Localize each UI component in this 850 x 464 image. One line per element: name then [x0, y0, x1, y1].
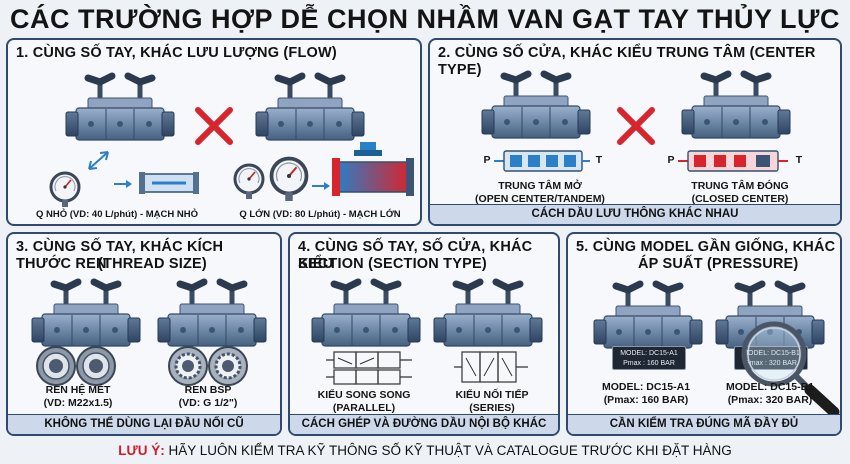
series-caption-en: (SERIES) — [469, 402, 515, 414]
closed-center-spool-icon — [678, 150, 788, 172]
panel-flow-title: 1. CÙNG SỐ TAY, KHÁC LƯU LƯỢNG (FLOW) — [16, 45, 337, 61]
nameplate-a1-model: MODEL: DC15-A1 — [620, 350, 678, 357]
panel-center-type-footer: CÁCH DẦU LƯU THÔNG KHÁC NHAU — [430, 204, 840, 224]
model-b1-caption: MODEL: DC15-B1 — [725, 381, 815, 393]
note-label: LƯU Ý: — [118, 443, 165, 458]
panel-thread-size-footer: KHÔNG THỂ DÙNG LẠI ĐẦU NỐI CŨ — [8, 414, 280, 434]
panel-center-type-title: 2. CÙNG SỐ CỬA, KHÁC KIỂU TRUNG TÂM (CEN… — [438, 45, 816, 78]
pressure-gauge-icon — [49, 171, 81, 209]
mismatch-x-icon — [617, 107, 655, 145]
parallel-schematic-icon — [326, 351, 412, 385]
series-schematic-icon — [454, 351, 528, 383]
nameplate-a1-pressure: Pmax : 160 BAR — [623, 360, 675, 367]
small-cylinder-icon — [139, 172, 199, 194]
bottom-note: LƯU Ý: HÃY LUÔN KIỂM TRA KỸ THÔNG SỐ KỸ … — [0, 440, 850, 462]
panel-pressure: 5. CÙNG MODEL GẦN GIỐNG, KHÁC ÁP SUẤT (P… — [566, 232, 842, 436]
valve-closed-center-icon — [682, 86, 792, 146]
bsp-port-icon — [167, 345, 249, 387]
panel-pressure-subtitle: ÁP SUẤT (PRESSURE) — [638, 256, 799, 272]
magnifier-icon — [741, 321, 840, 418]
panel-section-type: 4. CÙNG SỐ TAY, SỐ CỬA, KHÁC KIỂU SECTIO… — [288, 232, 560, 436]
nameplate-b1-pressure: Pmax : 320 BAR — [735, 359, 807, 369]
open-center-caption-en: (OPEN CENTER/TANDEM) — [475, 193, 605, 205]
open-center-caption: TRUNG TÂM MỞ — [498, 180, 582, 192]
flow-arrow-icon — [114, 180, 132, 188]
large-flow-caption: Q LỚN (VD: 80 L/phút) - MẠCH LỚN — [239, 209, 401, 220]
port-p-label: P — [483, 154, 491, 166]
panel-thread-size: 3. CÙNG SỐ TAY, KHÁC KÍCH THƯỚC REN (THR… — [6, 232, 282, 436]
metric-port-icon — [36, 346, 116, 386]
panel-section-type-footer: CÁCH GHÉP VÀ ĐƯỜNG DẦU NỘI BỘ KHÁC NHAU — [290, 414, 558, 434]
panel-pressure-footer: CẦN KIỂM TRA ĐÚNG MÃ ĐẦY ĐỦ — [568, 414, 840, 434]
model-a1-pressure-caption: (Pmax: 160 BAR) — [603, 394, 689, 406]
open-center-spool-icon — [494, 150, 590, 172]
valve-series-icon — [434, 294, 544, 354]
page-title: CÁC TRƯỜNG HỢP DỄ CHỌN NHẦM VAN GẠT TAY … — [10, 4, 840, 34]
panel-flow: 1. CÙNG SỐ TAY, KHÁC LƯU LƯỢNG (FLOW) Q … — [6, 38, 422, 226]
diagonal-arrow-icon — [88, 151, 109, 170]
small-flow-caption: Q NHỎ (VD: 40 L/phút) - MẠCH NHỎ — [35, 209, 198, 220]
series-caption: KIỂU NỐI TIẾP — [455, 389, 529, 401]
port-p-label: P — [667, 154, 675, 166]
parallel-caption-en: (PARALLEL) — [332, 402, 396, 414]
metric-thread-caption: REN HỆ MÉT — [45, 384, 111, 396]
model-a1-caption: MODEL: DC15-A1 — [601, 381, 691, 393]
metric-thread-example: (VD: M22x1.5) — [43, 397, 113, 409]
panel-thread-size-title: 3. CÙNG SỐ TAY, KHÁC KÍCH THƯỚC REN — [16, 239, 224, 272]
valve-open-center-icon — [482, 86, 592, 146]
valve-parallel-icon — [312, 294, 422, 354]
nameplate-a1: MODEL: DC15-A1 Pmax : 160 BAR — [612, 346, 686, 370]
flow-arrow-right-icon — [312, 182, 330, 190]
panel-center-type: 2. CÙNG SỐ CỬA, KHÁC KIỂU TRUNG TÂM (CEN… — [428, 38, 842, 226]
panel-thread-size-subtitle: (THREAD SIZE) — [98, 256, 207, 272]
bsp-thread-example: (VD: G 1/2") — [178, 397, 238, 409]
large-cylinder-icon — [332, 142, 414, 196]
model-b1-pressure-caption: (Pmax: 320 BAR) — [727, 394, 813, 406]
panel-section-type-title: 4. CÙNG SỐ TAY, SỐ CỬA, KHÁC KIỂU — [298, 239, 533, 272]
mismatch-x-icon — [195, 107, 233, 145]
bsp-thread-caption: REN BSP — [184, 384, 232, 396]
closed-center-caption-en: (CLOSED CENTER) — [691, 193, 789, 205]
valve-large-flow-icon — [256, 88, 366, 148]
panel-pressure-title: 5. CÙNG MODEL GẦN GIỐNG, KHÁC — [576, 239, 836, 255]
nameplate-b1-model: MODEL: DC15-B1 — [735, 349, 807, 359]
closed-center-caption: TRUNG TÂM ĐÓNG — [691, 180, 789, 192]
parallel-caption: KIỂU SONG SONG — [317, 389, 411, 401]
port-t-label: T — [595, 154, 603, 166]
gauge-small-icon — [233, 163, 265, 201]
valve-small-flow-icon — [66, 88, 176, 148]
gauge-large-icon — [269, 156, 309, 203]
port-t-label: T — [795, 154, 803, 166]
note-text: HÃY LUÔN KIỂM TRA KỸ THÔNG SỐ KỸ THUẬT V… — [164, 443, 732, 458]
panel-section-type-subtitle: SECTION (SECTION TYPE) — [298, 256, 487, 272]
